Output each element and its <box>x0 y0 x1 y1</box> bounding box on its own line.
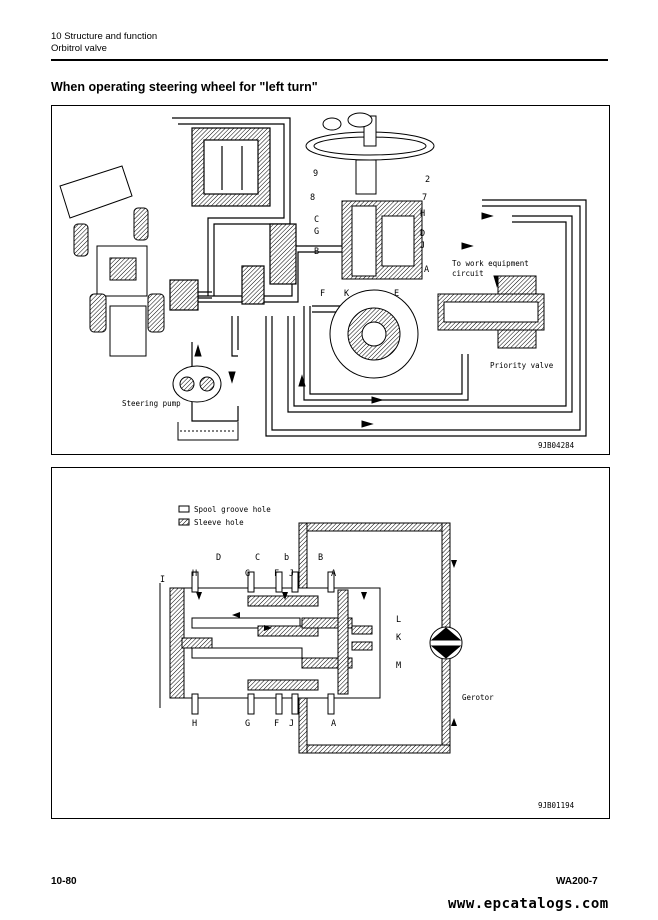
top-label-D: D <box>216 553 221 563</box>
priority-valve-illustration <box>437 275 545 349</box>
gerotor-circuit <box>298 522 463 754</box>
page-number: 10-80 <box>51 876 77 887</box>
top-label-B: B <box>318 553 323 563</box>
label-2: 2 <box>425 175 430 185</box>
bottom-label-F: F <box>274 719 279 729</box>
priority-valve-label: Priority valve <box>490 361 554 370</box>
steering-pump-label: Steering pump <box>122 399 181 408</box>
work-circuit-label-1: To work equipment <box>452 259 529 268</box>
label-A: A <box>424 265 429 275</box>
top-label-G: G <box>245 569 250 579</box>
page-title: When operating steering wheel for "left … <box>51 80 318 94</box>
bottom-label-H: H <box>192 719 197 729</box>
bottom-label-G: G <box>245 719 250 729</box>
diagram2-code: 9JB01194 <box>538 801 575 810</box>
steering-wheel-illustration <box>305 112 435 195</box>
label-F: F <box>320 289 325 299</box>
label-B: B <box>314 247 319 257</box>
bottom-label-J: J <box>289 719 294 729</box>
legend <box>178 505 190 526</box>
label-C: C <box>314 215 319 225</box>
label-E: E <box>394 289 399 299</box>
label-9: 9 <box>313 169 318 179</box>
label-H: H <box>420 209 425 219</box>
loader-illustration <box>59 165 165 357</box>
header-rule <box>51 59 608 61</box>
watermark: www.epcatalogs.com <box>448 896 609 912</box>
top-label-H: H <box>192 569 197 579</box>
top-label-b: b <box>284 553 289 563</box>
label-K: K <box>344 289 350 299</box>
work-circuit-label-2: circuit <box>452 269 484 278</box>
steering-pump-illustration <box>172 365 239 441</box>
orbitrol-valve-illustration <box>329 200 423 379</box>
model-number: WA200-7 <box>556 876 598 887</box>
side-label-M: M <box>396 661 401 671</box>
top-label-J: J <box>289 569 294 579</box>
label-8: 8 <box>310 193 315 203</box>
diagram1-code: 9JB04284 <box>538 441 575 450</box>
steering-circuit-diagram: 9 2 8 7 C H G D J F K E B A To work equi… <box>51 105 610 455</box>
spool-sleeve-body <box>159 571 381 715</box>
top-label-C: C <box>255 553 260 563</box>
header-section: 10 Structure and function <box>51 31 158 42</box>
top-label-A: A <box>331 569 336 579</box>
hydraulic-lines <box>169 117 587 437</box>
spool-sleeve-diagram: Spool groove hole Sleeve hole <box>51 467 610 819</box>
label-J: J <box>420 241 425 251</box>
bottom-label-A: A <box>331 719 336 729</box>
header-subsection: Orbitrol valve <box>51 43 107 54</box>
label-7: 7 <box>422 193 427 203</box>
top-label-F: F <box>274 569 279 579</box>
side-label-I: I <box>160 575 165 585</box>
gerotor-label: Gerotor <box>462 693 494 702</box>
flow-arrows-2 <box>196 592 367 631</box>
side-label-K: K <box>396 633 402 643</box>
side-label-L: L <box>396 615 401 625</box>
legend-groove-label: Spool groove hole <box>194 505 271 514</box>
legend-sleeve-swatch <box>178 518 190 526</box>
legend-sleeve-label: Sleeve hole <box>194 518 244 527</box>
label-D: D <box>420 229 425 239</box>
legend-groove-swatch <box>178 505 190 513</box>
label-G: G <box>314 227 319 237</box>
